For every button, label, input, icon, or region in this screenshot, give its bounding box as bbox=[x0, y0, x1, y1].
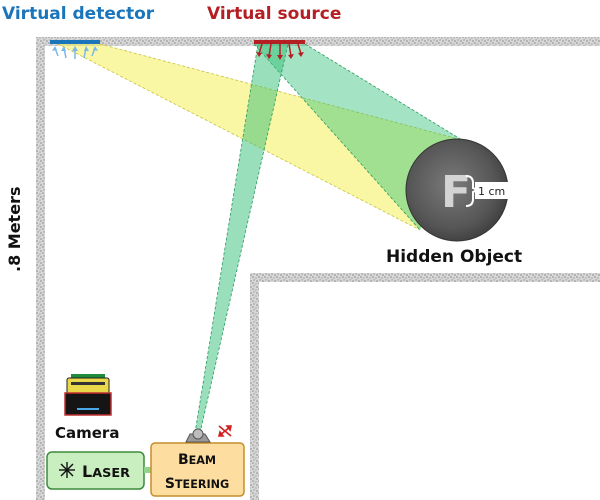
hidden-object-label: Hidden Object bbox=[386, 247, 522, 267]
laser-label: LASER bbox=[82, 462, 130, 481]
virtual-source-icon bbox=[254, 40, 305, 60]
virtual-detector-icon bbox=[50, 40, 100, 59]
galvo-mirror-icon bbox=[185, 428, 211, 443]
laser-burst-icon bbox=[59, 462, 75, 478]
virtual-detector-label: Virtual detector bbox=[2, 4, 155, 24]
inner-wall-vertical bbox=[250, 273, 259, 500]
beam-steering-box: BEAM STEERING bbox=[150, 442, 245, 497]
laser-box: LASER bbox=[46, 451, 145, 490]
walls bbox=[36, 37, 600, 500]
scale-box bbox=[475, 182, 509, 199]
laser-link bbox=[144, 467, 152, 473]
left-wall bbox=[36, 37, 45, 500]
top-wall bbox=[36, 37, 600, 46]
beam-steering-label-line1: BEAM bbox=[178, 452, 216, 468]
camera-icon bbox=[64, 374, 112, 416]
inner-wall-horizontal bbox=[250, 273, 600, 282]
beam-steering-label-line2: STEERING bbox=[165, 476, 229, 492]
scan-mirror-icon bbox=[217, 425, 233, 437]
virtual-source-label: Virtual source bbox=[207, 4, 341, 24]
object-letter: F bbox=[441, 167, 471, 218]
distance-label: .8 Meters bbox=[5, 187, 24, 272]
laser-to-wall-beam bbox=[195, 44, 288, 433]
hidden-object: F 1 cm bbox=[405, 138, 509, 242]
camera-label: Camera bbox=[55, 424, 119, 442]
scale-label: 1 cm bbox=[478, 185, 505, 198]
